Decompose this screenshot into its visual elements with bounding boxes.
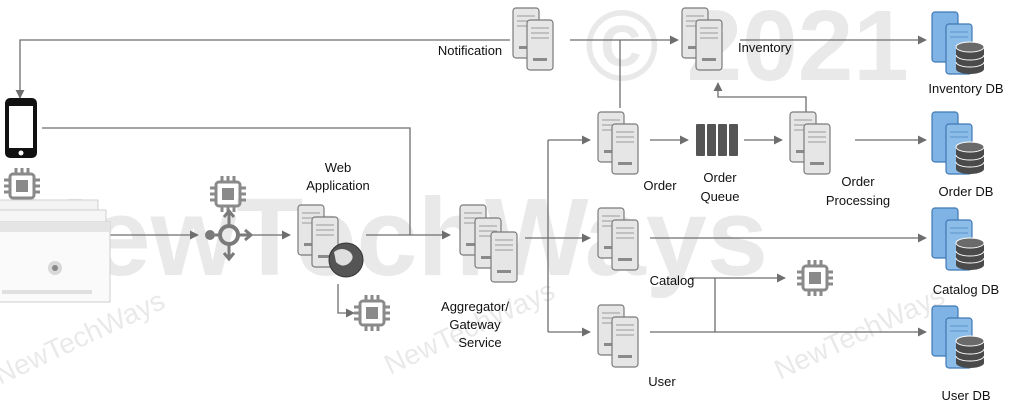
catalog-db-label: Catalog DB [933,282,999,297]
inventory-node: Inventory [682,8,792,70]
inventory-label: Inventory [738,40,792,55]
user-node: User [598,305,676,389]
aggregator-label-3: Service [458,335,501,350]
aggregator-node: Aggregator/ Gateway Service [441,204,518,350]
order-processing-label-1: Order [841,174,875,189]
catalog-node: Catalog [598,208,694,288]
phone-icon [5,98,37,158]
edge-web-chip [337,284,355,318]
queue-icon: Order Queue [696,124,740,204]
catalog-db-node: Catalog DB [931,207,999,297]
order-db-label: Order DB [939,184,994,199]
order-processing-label-2: Processing [826,193,890,208]
server-icon-order [598,112,638,174]
database-icon-order [931,111,985,175]
globe-icon [328,242,364,278]
order-queue-label-2: Queue [700,189,739,204]
database-icon-catalog [931,207,985,271]
browser-window-icon [0,199,111,303]
server-icon-notification [513,8,553,70]
web-application-label-2: Application [306,178,370,193]
user-label: User [648,374,676,389]
database-icon-user [931,305,985,369]
load-balancer-icon [205,174,254,262]
order-node: Order [598,112,677,193]
order-label: Order [643,178,677,193]
watermark-brand: NewTechWays [10,176,768,299]
user-db-label: User DB [941,388,990,403]
web-application-node: Web Application [298,160,370,278]
connectors [15,35,927,337]
user-db-node: User DB [931,305,991,403]
catalog-label: Catalog [650,273,695,288]
edge-phone-gateway [42,127,411,235]
aggregator-label-2: Gateway [449,317,501,332]
chip-icon-catalog [795,258,835,298]
order-db-node: Order DB [931,111,994,199]
web-application-label-1: Web [325,160,352,175]
database-icon-inventory [931,11,985,75]
server-icon-order-processing [790,112,830,174]
order-processing-node: Order Processing [790,112,890,208]
notification-label: Notification [438,43,502,58]
inventory-db-label: Inventory DB [928,81,1003,96]
notification-node: Notification [438,8,553,70]
inventory-db-node: Inventory DB [928,11,1004,96]
order-queue-label-1: Order [703,170,737,185]
edge-notification-phone [15,39,510,99]
server-icon-user [598,305,638,367]
watermark-copyright: © 2021 [585,0,909,102]
aggregator-label-1: Aggregator/ [441,299,509,314]
edge-processing-inventory [713,82,807,112]
chip-icon-web [352,293,392,333]
